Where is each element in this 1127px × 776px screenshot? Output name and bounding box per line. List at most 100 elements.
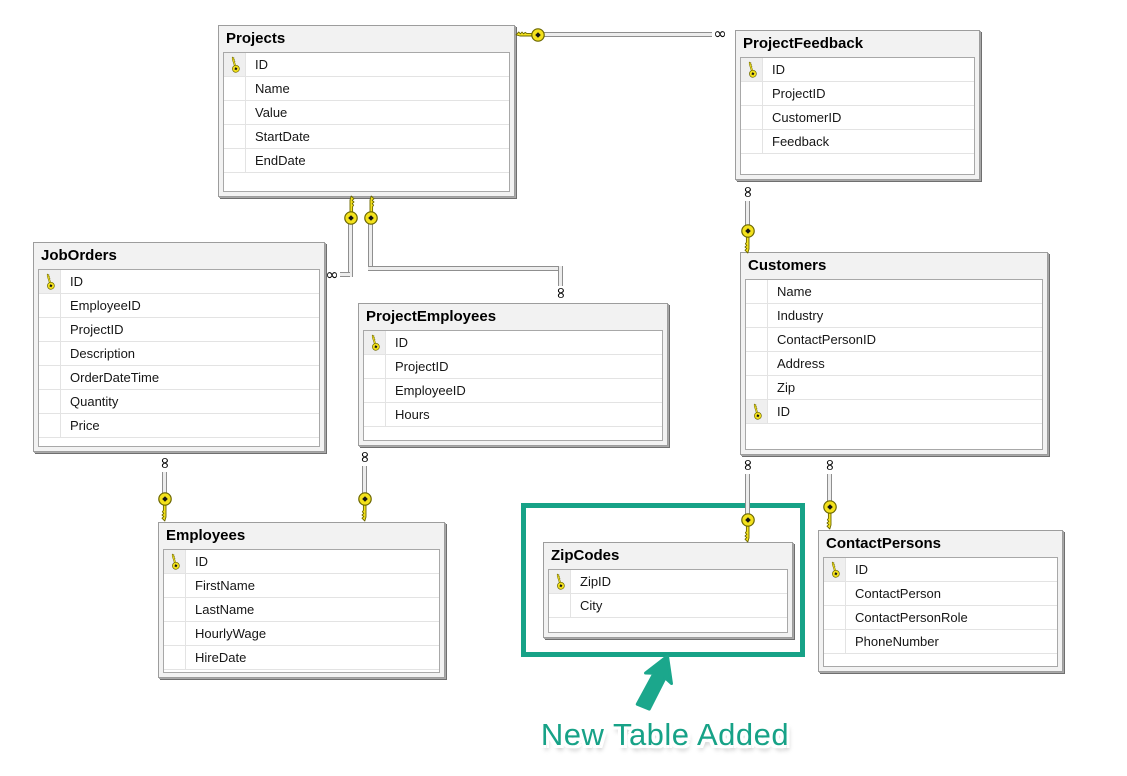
pk-cell [164,646,186,669]
table-joborders[interactable]: JobOrders ID EmployeeID ProjectID Descri… [33,242,325,452]
field-row[interactable]: Price [39,414,319,438]
field-row[interactable]: Quantity [39,390,319,414]
field-row[interactable]: LastName [164,598,439,622]
field-name: Feedback [772,134,830,149]
field-row[interactable]: ContactPerson [824,582,1057,606]
table-zipcodes[interactable]: ZipCodes ZipID City [543,542,793,638]
field-row[interactable]: EmployeeID [39,294,319,318]
table-employees[interactable]: Employees ID FirstName LastName HourlyWa… [158,522,445,678]
field-name: CustomerID [772,110,842,125]
field-name: EmployeeID [70,298,141,313]
field-row[interactable]: Name [746,280,1042,304]
table-title: ZipCodes [551,547,620,564]
pk-cell [746,400,768,423]
field-row[interactable]: ID [39,270,319,294]
field-name: Name [777,284,812,299]
pk-cell [164,622,186,645]
field-name: EmployeeID [395,383,466,398]
field-row[interactable]: Address [746,352,1042,376]
field-row[interactable]: Industry [746,304,1042,328]
field-row[interactable]: ID [224,53,509,77]
field-name: ZipID [580,574,612,589]
table-title: Employees [166,527,246,544]
pk-cell [824,630,846,653]
relationship-zipcodes-customers[interactable] [745,474,750,518]
field-row[interactable]: City [549,594,787,618]
field-row[interactable]: ProjectID [39,318,319,342]
field-row[interactable]: StartDate [224,125,509,149]
field-name: HourlyWage [195,626,267,641]
field-row[interactable]: Value [224,101,509,125]
pk-cell [549,594,571,617]
primary-key-icon [168,552,182,571]
pk-cell [364,355,386,378]
field-name: City [580,598,603,613]
field-row[interactable]: ID [164,550,439,574]
many-side-infinity-icon: ∞ [156,456,175,470]
field-name: ID [195,554,208,569]
one-side-key-icon [740,513,756,543]
table-field-grid: ZipID City [548,569,788,633]
field-name: FirstName [195,578,255,593]
field-row[interactable]: HireDate [164,646,439,670]
relationship-projects-projectemployees[interactable] [368,224,373,270]
pk-cell [741,58,763,81]
pk-cell [224,125,246,148]
field-name: OrderDateTime [70,370,160,385]
pk-cell [39,342,61,365]
table-title: ProjectEmployees [366,308,497,325]
pk-cell [741,106,763,129]
field-row[interactable]: ID [364,331,662,355]
many-side-infinity-icon: ∞ [356,450,375,464]
table-projects[interactable]: Projects ID Name Value StartDate EndDate [218,25,515,197]
field-row[interactable]: EmployeeID [364,379,662,403]
field-row[interactable]: Zip [746,376,1042,400]
one-side-key-icon [515,27,545,43]
pk-cell [164,598,186,621]
field-row[interactable]: ID [741,58,974,82]
field-row[interactable]: EndDate [224,149,509,173]
field-row[interactable]: CustomerID [741,106,974,130]
field-row[interactable]: Description [39,342,319,366]
pk-cell [746,304,768,327]
relationship-employees-joborders[interactable] [162,472,167,498]
pk-cell [824,606,846,629]
relationship-employees-projectemployees[interactable] [362,466,367,494]
field-name: Address [777,356,825,371]
field-name: StartDate [255,129,310,144]
field-row[interactable]: HourlyWage [164,622,439,646]
table-field-grid: Name Industry ContactPersonID Address Zi… [745,279,1043,450]
field-row[interactable]: ContactPersonRole [824,606,1057,630]
relationship-projects-projectemployees[interactable] [368,266,563,271]
field-row[interactable]: OrderDateTime [39,366,319,390]
relationship-projects-joborders[interactable] [340,272,350,277]
relationship-projects-projectemployees[interactable] [558,266,563,286]
field-row[interactable]: FirstName [164,574,439,598]
field-row[interactable]: Name [224,77,509,101]
field-row[interactable]: ID [746,400,1042,424]
field-row[interactable]: ProjectID [364,355,662,379]
table-customers[interactable]: Customers Name Industry ContactPersonID … [740,252,1048,455]
annotation-arrow-icon [635,654,673,711]
annotation-label: New Table Added [540,717,790,752]
field-row[interactable]: ContactPersonID [746,328,1042,352]
relationship-contactpersons-customers[interactable] [827,474,832,504]
field-row[interactable]: Feedback [741,130,974,154]
table-field-grid: ID ProjectID CustomerID Feedback [740,57,975,175]
field-row[interactable]: ProjectID [741,82,974,106]
field-row[interactable]: ID [824,558,1057,582]
field-row[interactable]: ZipID [549,570,787,594]
relationship-customers-projectfeedback[interactable] [745,201,750,228]
table-projectfeedback[interactable]: ProjectFeedback ID ProjectID CustomerID … [735,30,980,180]
pk-cell [746,328,768,351]
relationship-projects-projectfeedback[interactable] [540,32,712,37]
table-projectemployees[interactable]: ProjectEmployees ID ProjectID EmployeeID… [358,303,668,446]
pk-cell [224,77,246,100]
field-name: ID [255,57,268,72]
relationship-projects-joborders[interactable] [348,224,353,277]
field-row[interactable]: Hours [364,403,662,427]
field-name: ID [395,335,408,350]
table-field-grid: ID ContactPerson ContactPersonRole Phone… [823,557,1058,667]
field-row[interactable]: PhoneNumber [824,630,1057,654]
table-contactpersons[interactable]: ContactPersons ID ContactPerson ContactP… [818,530,1063,672]
